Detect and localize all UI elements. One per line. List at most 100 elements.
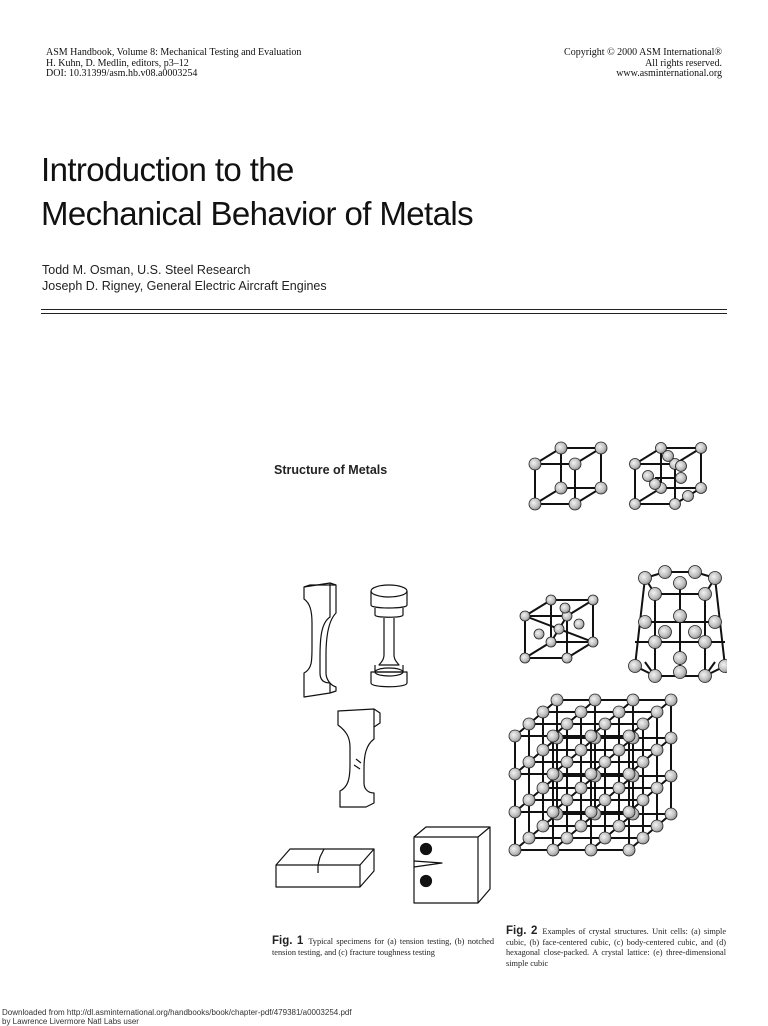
citation-line: ASM Handbook, Volume 8: Mechanical Testi… (46, 47, 302, 58)
atom (698, 587, 712, 601)
atom (560, 831, 574, 845)
atom (673, 609, 687, 623)
atom (594, 441, 608, 455)
atom (698, 669, 712, 683)
atom (664, 731, 678, 745)
atom (584, 843, 598, 857)
atom (574, 781, 588, 795)
figure-1-caption-text: Typical specimens for (a) tension testin… (272, 937, 495, 957)
divider-rule (41, 313, 727, 314)
atom (648, 587, 662, 601)
atom (546, 729, 560, 743)
fracture-toughness-specimen-compact (413, 826, 491, 904)
atom (622, 729, 636, 743)
atom (658, 625, 672, 639)
atom (559, 602, 571, 614)
figure-2-caption-text: Examples of crystal structures. Unit cel… (506, 927, 727, 968)
atom (528, 497, 542, 511)
atom (536, 781, 550, 795)
atom (528, 457, 542, 471)
atom (536, 743, 550, 757)
atom (626, 693, 640, 707)
atom (598, 717, 612, 731)
atom (662, 450, 674, 462)
divider-rule (41, 309, 727, 310)
atom (546, 843, 560, 857)
atom (638, 615, 652, 629)
atom (622, 843, 636, 857)
atom (553, 623, 565, 635)
atom (522, 831, 536, 845)
figure-2-label: Fig. 2 (506, 925, 538, 937)
atom (682, 490, 694, 502)
flat-tension-specimen (303, 582, 337, 698)
atom (522, 793, 536, 807)
atom (554, 441, 568, 455)
title-line: Mechanical Behavior of Metals (41, 195, 474, 232)
atom (560, 717, 574, 731)
atom (636, 755, 650, 769)
atom (612, 743, 626, 757)
atom (629, 498, 641, 510)
atom (508, 805, 522, 819)
author-line: Joseph D. Rigney, General Electric Aircr… (42, 279, 327, 293)
atom (708, 571, 722, 585)
atom (522, 755, 536, 769)
atom (568, 497, 582, 511)
atom (522, 717, 536, 731)
atom (650, 781, 664, 795)
website-link[interactable]: www.asminternational.org (616, 68, 722, 79)
atom (612, 781, 626, 795)
atom (655, 442, 667, 454)
citation-line: H. Kuhn, D. Medlin, editors, p3–12 (46, 57, 189, 69)
atom (545, 594, 557, 606)
atom (508, 729, 522, 743)
atom (648, 635, 662, 649)
figure-1-specimens (275, 582, 491, 904)
footer-url[interactable]: Downloaded from http://dl.asminternation… (2, 1008, 352, 1017)
atom (688, 625, 702, 639)
atom (574, 819, 588, 833)
atom (664, 807, 678, 821)
atom (675, 472, 687, 484)
atom (554, 481, 568, 495)
atom (574, 705, 588, 719)
atom (519, 652, 531, 664)
title-line: Introduction to the (41, 151, 294, 188)
atom (568, 457, 582, 471)
figure-2-crystal-structures (508, 441, 727, 857)
atom (550, 693, 564, 707)
atom (536, 705, 550, 719)
copyright-block: Copyright © 2000 ASM International® All … (564, 47, 722, 80)
atom (598, 831, 612, 845)
atom (584, 805, 598, 819)
atom (584, 729, 598, 743)
atom (629, 458, 641, 470)
copyright-line: Copyright © 2000 ASM International® (564, 47, 722, 58)
atom (622, 805, 636, 819)
atom (612, 705, 626, 719)
atom (673, 665, 687, 679)
section-heading: Structure of Metals (274, 463, 388, 477)
atom (588, 693, 602, 707)
download-footer: Downloaded from http://dl.asminternation… (2, 1008, 352, 1026)
atom (598, 755, 612, 769)
atom (648, 669, 662, 683)
atom (698, 635, 712, 649)
author-line: Todd M. Osman, U.S. Steel Research (42, 263, 251, 277)
figure-1-label: Fig. 1 (272, 935, 304, 947)
atom (594, 481, 608, 495)
atom (574, 743, 588, 757)
atom (695, 482, 707, 494)
atom (573, 618, 585, 630)
atom (636, 793, 650, 807)
rights-line: All rights reserved. (645, 57, 722, 69)
atom (642, 470, 654, 482)
page-title: Introduction to the Mechanical Behavior … (41, 148, 474, 236)
atom (546, 805, 560, 819)
atom (695, 442, 707, 454)
atom (673, 651, 687, 665)
notched-tension-specimen (337, 708, 381, 808)
atom (688, 565, 702, 579)
